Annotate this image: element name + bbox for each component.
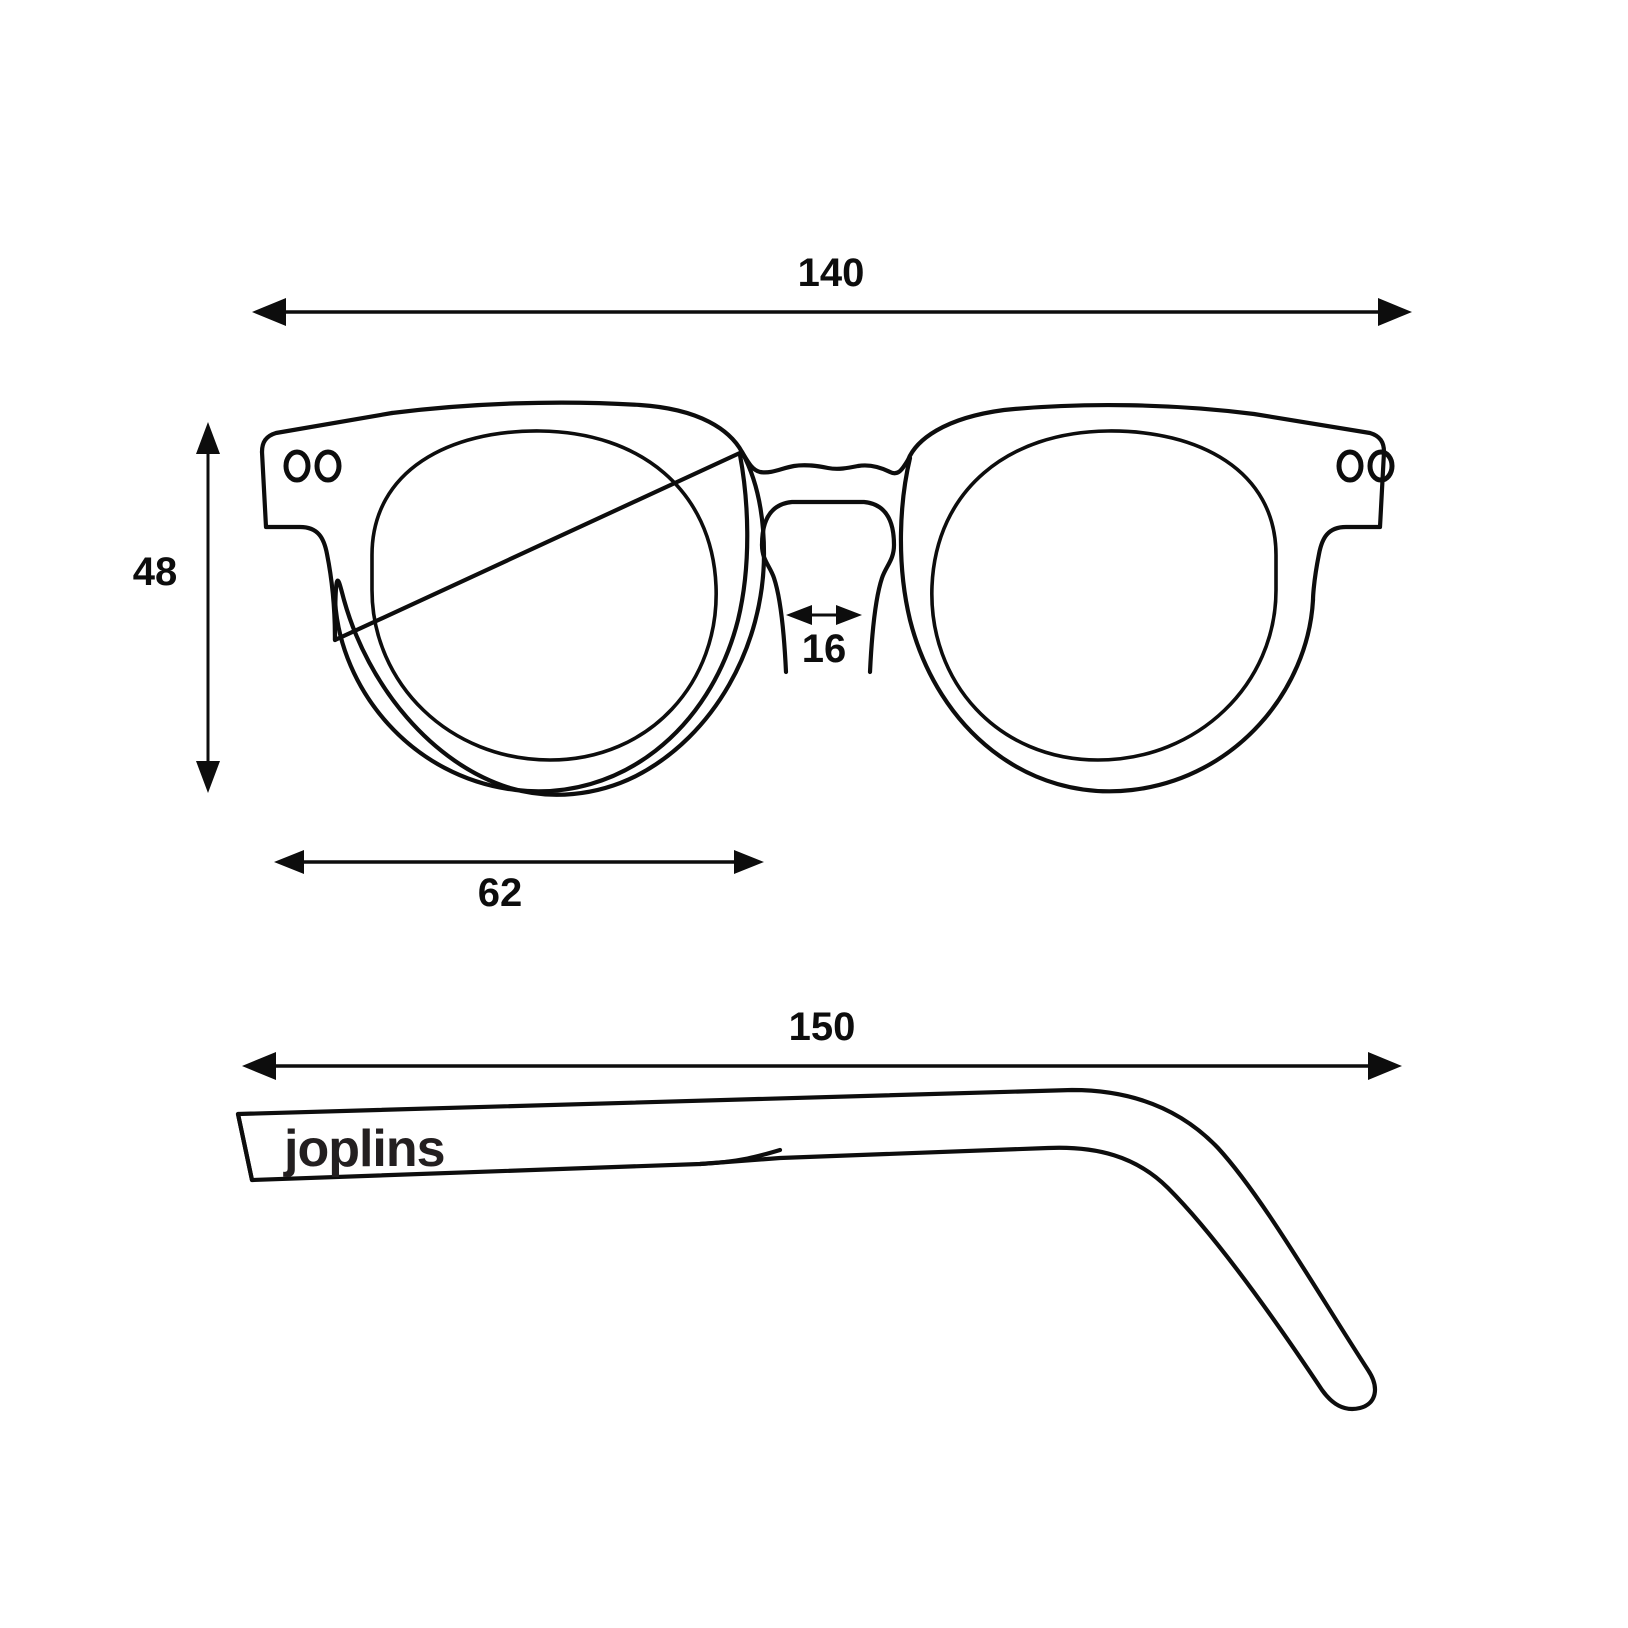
frame-left-outer-rim [332, 449, 767, 797]
temple-arm-outline [235, 1087, 1378, 1412]
temple-arm-bend-line [697, 1147, 783, 1167]
frame-bridge [759, 499, 897, 675]
brand-logo: joplins [283, 1120, 446, 1178]
frame-right-endpiece-lower [1310, 449, 1387, 603]
brand-logo-text: joplins [283, 1120, 445, 1178]
frame-right-rim-outer [898, 455, 1316, 794]
frame-left-brow [389, 400, 911, 476]
bridge-width-label: 16 [802, 627, 847, 671]
lens-height-label: 48 [133, 550, 178, 594]
total-width-label: 140 [798, 251, 865, 295]
front-view [259, 400, 1395, 797]
dimension-temple-length: 150 [242, 1005, 1402, 1080]
temple-arm-front-edge [235, 1111, 255, 1183]
bridge-width-left-arrowhead [786, 605, 812, 625]
temple-length-left-arrowhead [242, 1052, 276, 1080]
left-hinge-dot-2 [314, 449, 342, 483]
dimension-bridge-width: 16 [786, 605, 862, 671]
frame-right-lens-inner [930, 429, 1278, 762]
lens-height-top-arrowhead [196, 422, 220, 454]
dimension-lens-width: 62 [274, 850, 764, 915]
side-view [235, 1087, 1378, 1412]
dimension-total-width: 140 [252, 251, 1412, 326]
bridge-width-right-arrowhead [836, 605, 862, 625]
frame-left-rim-outer [332, 452, 750, 794]
right-hinge-dot-1 [1336, 449, 1364, 483]
lens-width-right-arrowhead [734, 850, 764, 874]
frame-right-brow [905, 402, 1387, 463]
right-hinge-dot-2 [1367, 449, 1395, 483]
dimension-lens-height: 48 [133, 422, 220, 793]
frame-bridge-left-post [759, 542, 789, 675]
total-width-left-arrowhead [252, 298, 286, 326]
lens-width-label: 62 [478, 871, 523, 915]
lens-height-bottom-arrowhead [196, 761, 220, 793]
temple-length-label: 150 [789, 1005, 856, 1049]
temple-length-right-arrowhead [1368, 1052, 1402, 1080]
frame-left-endpiece [259, 410, 395, 455]
lens-width-left-arrowhead [274, 850, 304, 874]
total-width-right-arrowhead [1378, 298, 1412, 326]
frame-left-lens-inner [370, 429, 718, 762]
left-hinge-dot-1 [283, 449, 311, 483]
